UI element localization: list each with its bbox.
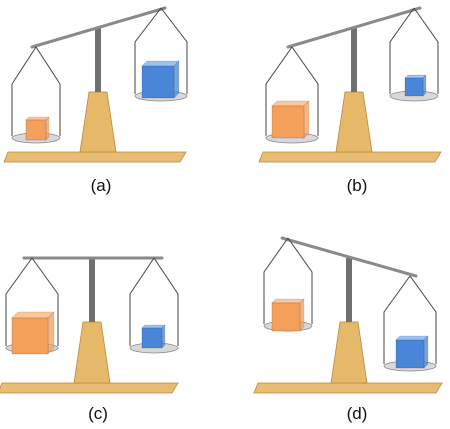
left-pan-string-right (35, 46, 61, 136)
pole (351, 28, 357, 92)
caption-d: (d) (347, 404, 368, 423)
balance-scale-d (253, 236, 443, 394)
orange-cube-front (271, 105, 305, 139)
blue-cube (404, 74, 427, 97)
orange-cube-top (271, 298, 305, 304)
right-pan-string-right (409, 275, 437, 364)
stand (330, 321, 368, 384)
stand (79, 91, 117, 153)
orange-cube-side (303, 100, 310, 139)
caption-b: (b) (347, 176, 368, 195)
left-pan-string-right (287, 237, 313, 324)
blue-cube (141, 324, 166, 349)
left-pan (265, 46, 319, 144)
left-pan (5, 257, 59, 355)
base-board (258, 151, 442, 163)
blue-cube-top (141, 60, 180, 67)
blue-cube-front (141, 327, 163, 349)
beam (280, 236, 418, 278)
base-board (253, 382, 443, 394)
pole (89, 258, 95, 322)
orange-cube-front (11, 317, 49, 355)
blue-cube-side (173, 60, 180, 99)
right-pan-string-right (413, 7, 439, 94)
left-pan (263, 237, 313, 332)
blue-cube-top (141, 324, 166, 329)
caption-a: (a) (91, 176, 112, 195)
base-board (3, 151, 187, 163)
blue-cube-front (404, 77, 424, 97)
right-pan-string-left (383, 275, 411, 364)
orange-cube (11, 311, 55, 355)
orange-cube-side (45, 116, 50, 141)
left-pan-string-right (291, 46, 319, 136)
pole (346, 258, 352, 322)
blue-cube-front (141, 65, 175, 99)
right-pan-string-left (134, 7, 162, 94)
blue-cube (141, 60, 180, 99)
beam (286, 6, 422, 49)
orange-cube-front (25, 119, 47, 141)
blue-cube-front (395, 339, 425, 369)
left-pan (11, 46, 61, 144)
left-pan-string-left (263, 237, 289, 324)
pole (95, 28, 101, 92)
caption-c: (c) (88, 404, 108, 423)
orange-cube-top (25, 116, 50, 121)
blue-cube-side (422, 74, 427, 97)
orange-cube-top (271, 100, 310, 107)
right-pan (129, 257, 179, 354)
blue-cube-top (404, 74, 427, 79)
right-pan (383, 275, 437, 372)
orange-cube-front (271, 302, 301, 332)
blue-cube-top (395, 335, 429, 341)
balance-scale-a (3, 6, 188, 163)
orange-cube-top (11, 311, 55, 319)
balance-scale-c (0, 256, 179, 394)
blue-cube-side (423, 335, 429, 369)
right-pan (134, 7, 188, 102)
left-pan-string-left (11, 46, 37, 136)
orange-cube (25, 116, 50, 141)
right-pan-string-left (129, 257, 155, 346)
right-pan-string-right (153, 257, 179, 346)
stand (335, 91, 373, 153)
right-pan-string-left (389, 7, 415, 94)
left-pan-string-left (265, 46, 293, 136)
beam (30, 6, 167, 49)
blue-cube-side (161, 324, 166, 349)
stand (73, 321, 111, 384)
orange-cube (271, 298, 305, 332)
orange-cube-side (47, 311, 55, 355)
left-pan-string-right (31, 257, 59, 346)
orange-cube (271, 100, 310, 139)
balance-scale-b (258, 6, 442, 163)
base-board (0, 382, 179, 394)
orange-cube-side (299, 298, 305, 332)
left-pan-string-left (5, 257, 33, 346)
right-pan-string-right (160, 7, 188, 94)
blue-cube (395, 335, 429, 369)
right-pan (389, 7, 439, 102)
